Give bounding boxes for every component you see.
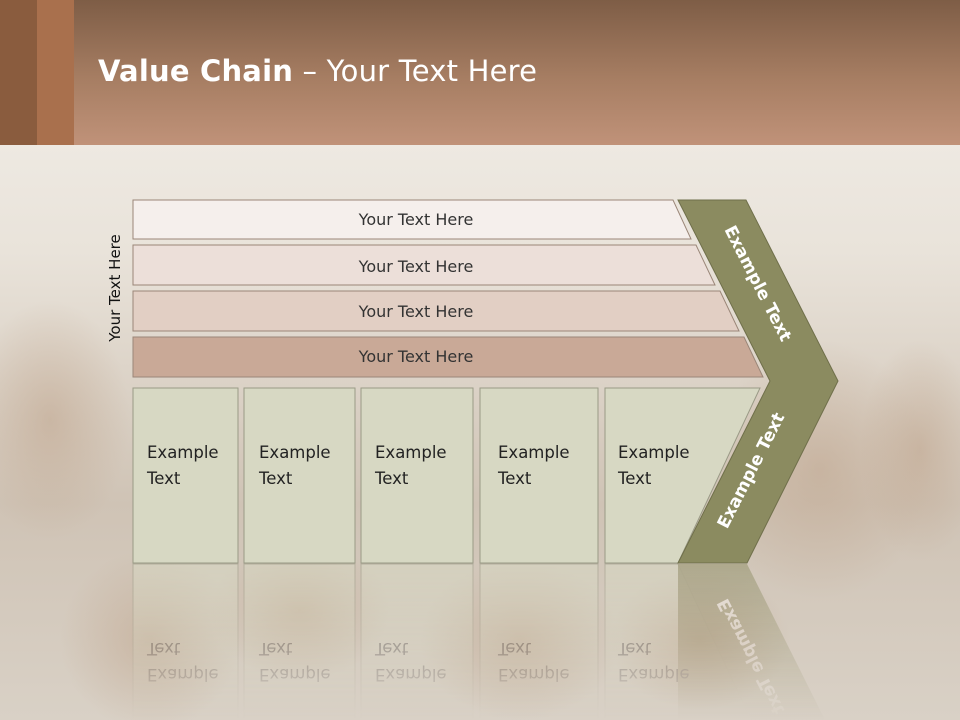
support-row-4 <box>132 336 764 378</box>
reflection-cell-5-line2: Text <box>617 639 652 658</box>
support-row-2-label: Your Text Here <box>358 257 474 276</box>
primary-cell-4 <box>479 387 599 564</box>
primary-cell-2-line2: Text <box>258 469 293 488</box>
primary-cell-3-line2: Text <box>374 469 409 488</box>
support-row-2 <box>132 244 716 286</box>
primary-cell-4-line1: Example <box>498 443 570 462</box>
reflection: Example Text Example Text Example Text E… <box>132 563 825 720</box>
reflection-cell-3-line1: Example <box>375 665 447 684</box>
margin-chevron <box>677 199 839 564</box>
primary-cell-3-line1: Example <box>375 443 447 462</box>
header-accent-light <box>37 0 74 145</box>
support-row-3-label: Your Text Here <box>358 302 474 321</box>
slide-title-bold: Value Chain <box>98 54 294 88</box>
reflection-cell-5-line1: Example <box>618 665 690 684</box>
support-row-1-label: Your Text Here <box>358 210 474 229</box>
primary-cell-5-line1: Example <box>618 443 690 462</box>
primary-cell-1-line1: Example <box>147 443 219 462</box>
support-row-3 <box>132 290 740 332</box>
reflection-cell-3-line2: Text <box>374 639 409 658</box>
support-row-1 <box>132 199 692 240</box>
reflection-cell-4-line1: Example <box>498 665 570 684</box>
reflection-cell-2-line2: Text <box>258 639 293 658</box>
slide-title: Value Chain – Your Text Here <box>98 54 537 88</box>
primary-cell-5-line2: Text <box>617 469 652 488</box>
primary-cell-1-line2: Text <box>146 469 181 488</box>
primary-cell-1 <box>132 387 239 564</box>
header-accent-dark <box>0 0 37 145</box>
reflection-cell-1-line2: Text <box>146 639 181 658</box>
primary-cell-2-line1: Example <box>259 443 331 462</box>
support-row-4-label: Your Text Here <box>358 347 474 366</box>
reflection-cell-1-line1: Example <box>147 665 219 684</box>
reflection-cell-2-line1: Example <box>259 665 331 684</box>
primary-cell-2 <box>243 387 356 564</box>
primary-cell-4-line2: Text <box>497 469 532 488</box>
reflection-cell-4-line2: Text <box>497 639 532 658</box>
slide-title-rest: – Your Text Here <box>293 54 538 88</box>
primary-cell-3 <box>360 387 474 564</box>
header-band <box>0 0 960 145</box>
